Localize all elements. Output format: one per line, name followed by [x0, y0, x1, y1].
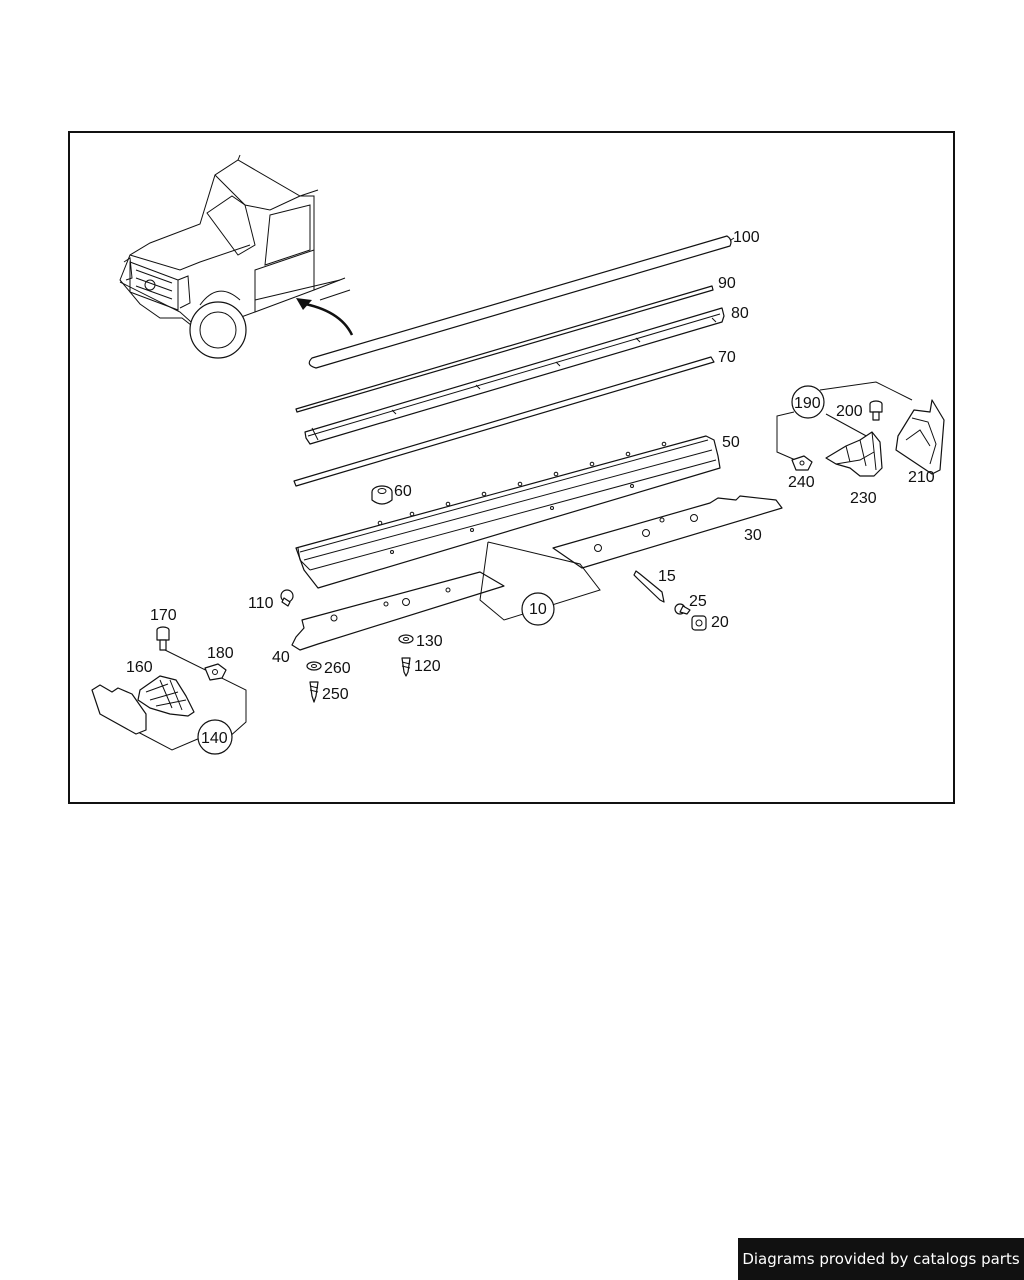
- part-160-end-cap: [91, 675, 195, 735]
- callout-90: 90: [718, 275, 736, 292]
- callout-110: 110: [248, 595, 274, 612]
- part-80-rail: [304, 307, 725, 445]
- diagram-frame: [68, 131, 955, 804]
- callout-30: 30: [744, 527, 762, 544]
- callout-230: 230: [850, 490, 877, 507]
- callout-250: 250: [322, 686, 349, 703]
- callout-190-circle: [791, 385, 825, 419]
- callout-140: 140: [201, 730, 228, 747]
- callout-40: 40: [272, 649, 290, 666]
- callout-120: 120: [414, 658, 441, 675]
- callout-140-circle: [197, 719, 233, 755]
- part-250-screw: [309, 681, 319, 703]
- part-50-sill: [295, 435, 721, 589]
- callout-260: 260: [324, 660, 351, 677]
- part-110-screw: [280, 589, 294, 607]
- part-40-plate: [291, 571, 505, 651]
- callout-180: 180: [207, 645, 234, 662]
- part-230-bracket: [825, 431, 883, 477]
- footer-credit: Diagrams provided by catalogs parts: [738, 1238, 1024, 1280]
- assembly-190-outline: [776, 381, 913, 463]
- part-240-clip: [791, 455, 813, 471]
- vehicle-illustration: [119, 154, 351, 359]
- part-20-nut: [691, 615, 707, 631]
- callout-160: 160: [126, 659, 153, 676]
- part-15-strap: [633, 570, 665, 603]
- callout-60: 60: [394, 483, 412, 500]
- callout-190: 190: [794, 395, 821, 412]
- callout-80: 80: [731, 305, 749, 322]
- callout-170: 170: [150, 607, 177, 624]
- location-arrow: [299, 301, 354, 336]
- part-120-screw: [401, 657, 411, 677]
- part-70-strip: [293, 356, 715, 487]
- part-25-screw: [674, 603, 691, 615]
- location-arrow-head: [296, 298, 312, 310]
- callout-70: 70: [718, 349, 736, 366]
- callout-130: 130: [416, 633, 443, 650]
- part-180-clip: [204, 663, 227, 681]
- callout-10-circle: [521, 592, 555, 626]
- part-170-bolt: [156, 626, 170, 651]
- part-60-bump-stop: [371, 485, 393, 505]
- part-130-washer: [398, 634, 414, 644]
- callout-25: 25: [689, 593, 707, 610]
- callout-100: 100: [733, 229, 760, 246]
- part-260-washer: [306, 661, 322, 671]
- part-90-strip: [295, 285, 714, 413]
- part-100-tube: [308, 235, 732, 369]
- callout-210: 210: [908, 469, 935, 486]
- callout-200: 200: [836, 403, 863, 420]
- callout-50: 50: [722, 434, 740, 451]
- callout-240: 240: [788, 474, 815, 491]
- callout-15: 15: [658, 568, 676, 585]
- part-30-plate: [552, 495, 783, 569]
- callout-20: 20: [711, 614, 729, 631]
- callout-10: 10: [529, 601, 547, 618]
- part-200-bolt: [869, 400, 883, 421]
- part-210-end-cap: [895, 399, 945, 475]
